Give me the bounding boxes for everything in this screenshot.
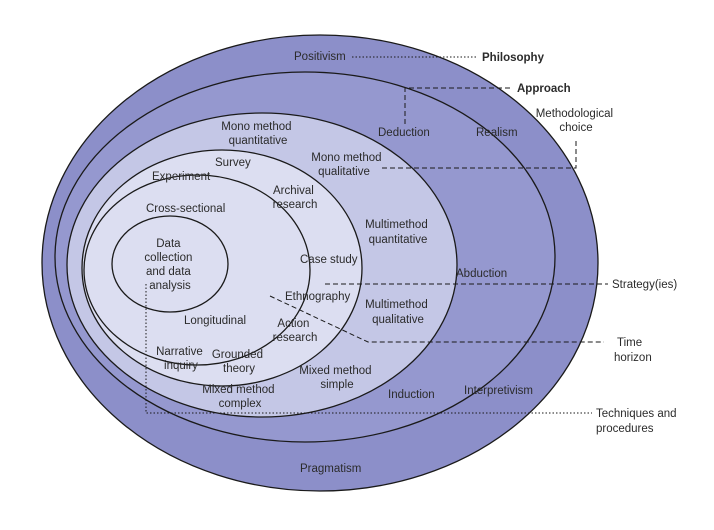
multimethod-quantitative-label: Multimethod quantitative <box>365 219 431 246</box>
techniques-leader <box>145 284 592 414</box>
positivism-label: Positivism <box>294 51 346 63</box>
induction-label: Induction <box>388 389 435 401</box>
leader-lines <box>145 56 608 414</box>
case-study-label: Case study <box>300 254 358 266</box>
time-horizon-leader <box>269 295 604 343</box>
survey-label: Survey <box>215 157 251 169</box>
action-research-label: Action research <box>273 318 318 344</box>
approach-leader <box>404 87 513 124</box>
techniques-legend: Techniques and procedures <box>596 408 680 435</box>
narrative-inquiry-label: Narrative inquiry <box>156 346 206 372</box>
mono-method-quantitative-label: Mono method quantitative <box>221 121 295 147</box>
experiment-label: Experiment <box>152 171 211 183</box>
time-horizon-legend: Time horizon <box>614 337 652 364</box>
mixed-method-complex-label: Mixed method complex <box>202 384 277 410</box>
realism-label: Realism <box>476 127 518 139</box>
multimethod-qualitative-label: Multimethod qualitative <box>365 299 431 326</box>
longitudinal-label: Longitudinal <box>184 315 246 327</box>
methodological-choice-legend: Methodological choice <box>536 108 617 134</box>
deduction-label: Deduction <box>378 127 430 139</box>
cross-sectional-label: Cross-sectional <box>146 203 225 215</box>
abduction-label: Abduction <box>456 268 507 280</box>
grounded-theory-label: Grounded theory <box>212 349 266 375</box>
philosophy-legend: Philosophy <box>482 52 545 64</box>
methodological-choice-leader <box>382 141 577 169</box>
mixed-method-simple-label: Mixed method simple <box>299 365 374 391</box>
pragmatism-label: Pragmatism <box>300 463 361 475</box>
strategy-legend: Strategy(ies) <box>612 279 677 291</box>
mono-method-qualitative-label: Mono method qualitative <box>311 152 385 178</box>
approach-legend: Approach <box>517 83 571 95</box>
interpretivism-label: Interpretivism <box>464 385 533 397</box>
archival-research-label: Archival research <box>273 185 318 211</box>
data-collection-label: Data collection and data analysis <box>144 238 195 292</box>
ethnography-label: Ethnography <box>285 291 350 303</box>
techniques-core <box>111 215 229 313</box>
